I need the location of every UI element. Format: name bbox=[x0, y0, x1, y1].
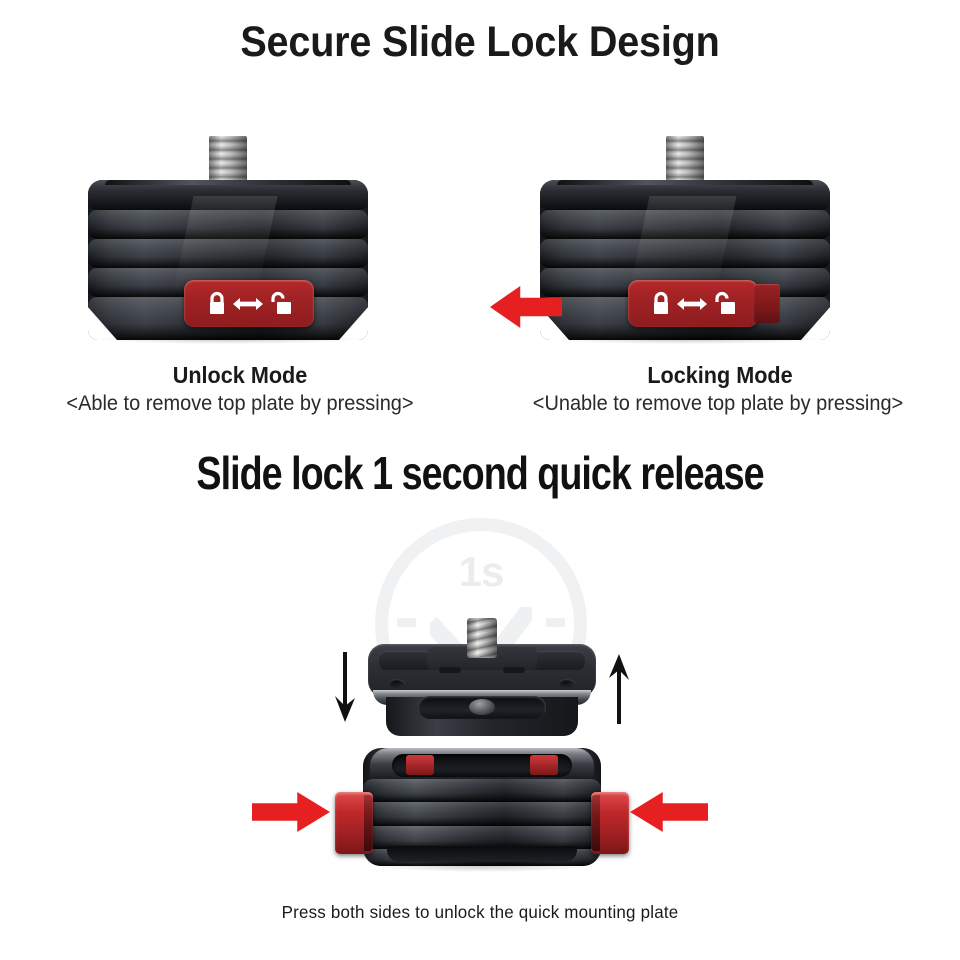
plate-screw-hole-right bbox=[559, 679, 576, 689]
watermark-label: 1s bbox=[458, 547, 505, 595]
quick-release-plate bbox=[368, 618, 596, 736]
clamp-base bbox=[335, 748, 629, 872]
assembly-caption: Press both sides to unlock the quick mou… bbox=[281, 902, 679, 922]
rubber-pad-top-left bbox=[379, 651, 439, 670]
release-button-right[interactable] bbox=[591, 792, 629, 854]
plate-slot-right bbox=[503, 667, 526, 674]
clamp-jaw-right bbox=[529, 755, 559, 776]
mode-title-locking: Locking Mode bbox=[647, 362, 793, 388]
plate-down-arrow-icon bbox=[335, 652, 355, 722]
slide-lock-button[interactable] bbox=[184, 280, 314, 327]
device-unlock-mode bbox=[88, 136, 368, 344]
plate-slot-left bbox=[438, 667, 461, 674]
clamp-foot bbox=[386, 845, 578, 863]
clock-tick-right bbox=[546, 618, 565, 627]
page-title: Secure Slide Lock Design bbox=[240, 18, 720, 66]
plate-up-arrow-icon bbox=[609, 654, 629, 724]
plate-center-screw-icon bbox=[467, 618, 497, 658]
clamp-body bbox=[363, 748, 601, 866]
rubber-pad-top-right bbox=[525, 651, 585, 670]
slider-extended-tab bbox=[754, 284, 780, 323]
tripod-screw-icon bbox=[209, 136, 247, 182]
open-padlock-icon bbox=[715, 291, 735, 314]
double-arrow-icon bbox=[233, 297, 263, 310]
section-subtitle: Slide lock 1 second quick release bbox=[196, 447, 764, 499]
double-arrow-icon bbox=[677, 297, 707, 310]
press-arrow-right bbox=[630, 792, 708, 832]
clock-tick-left bbox=[397, 618, 416, 627]
mode-title-unlock: Unlock Mode bbox=[172, 362, 308, 388]
mode-desc-locking: <Unable to remove top plate by pressing> bbox=[532, 392, 904, 415]
press-arrow-left bbox=[252, 792, 330, 832]
plate-screw-hole-left bbox=[388, 679, 405, 689]
slide-lock-button[interactable] bbox=[628, 280, 780, 327]
clamp-jaw-left bbox=[405, 755, 435, 776]
plate-center-rail bbox=[427, 647, 537, 670]
release-button-left[interactable] bbox=[335, 792, 373, 854]
closed-padlock-icon bbox=[654, 291, 668, 314]
plate-latch-opening bbox=[418, 695, 546, 720]
tripod-screw-icon bbox=[666, 136, 704, 182]
mode-desc-unlock: <Able to remove top plate by pressing> bbox=[66, 392, 414, 415]
closed-padlock-icon bbox=[210, 291, 224, 314]
open-padlock-icon bbox=[271, 291, 291, 314]
device-locking-mode bbox=[540, 136, 830, 344]
latch-knob bbox=[468, 699, 495, 716]
clamp-cavity bbox=[391, 753, 573, 778]
